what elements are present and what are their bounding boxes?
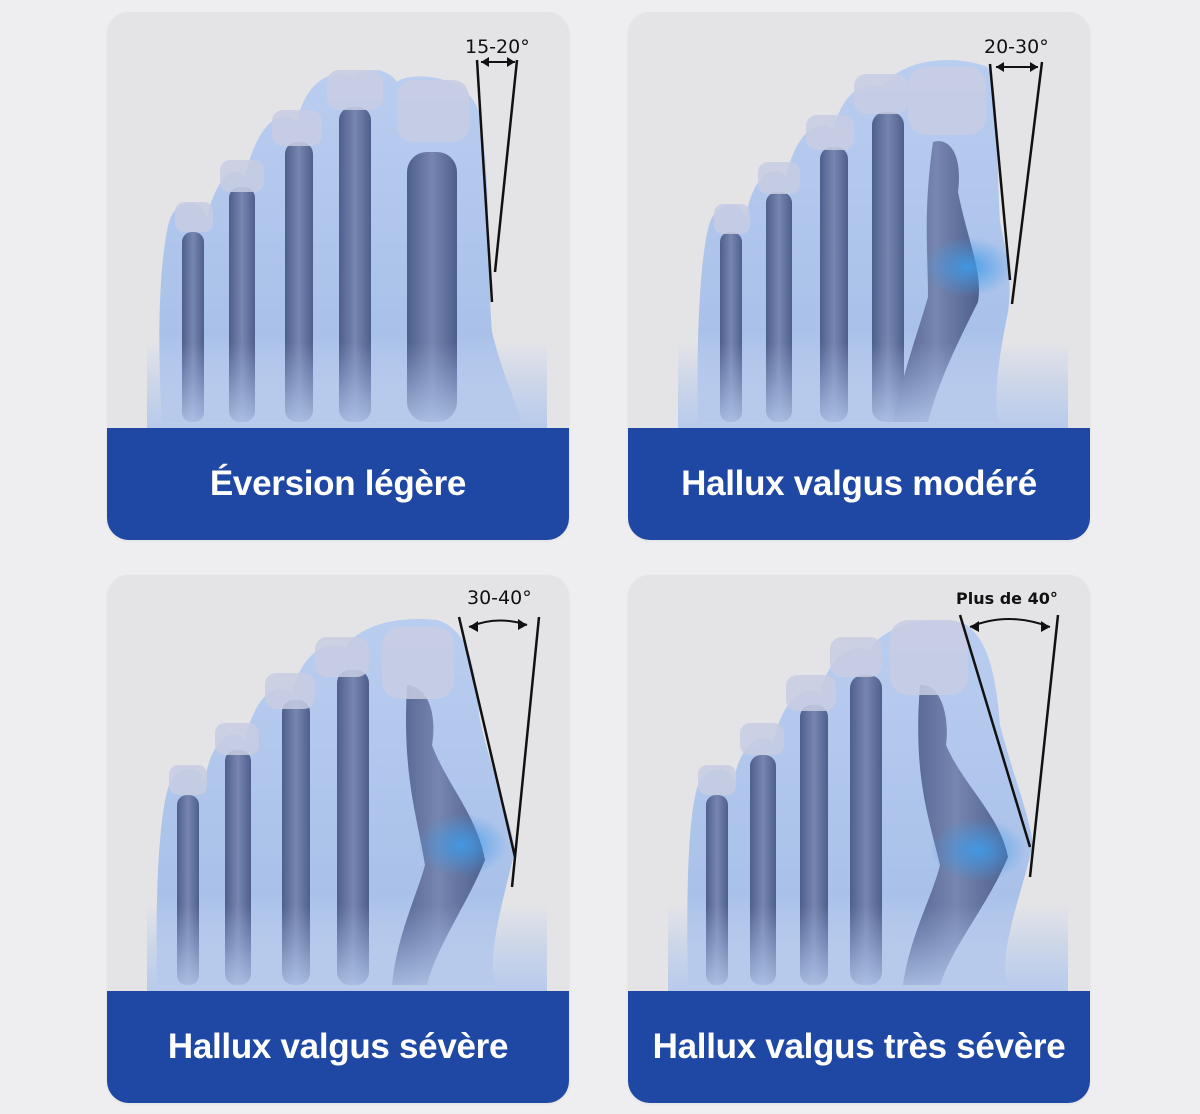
stage-banner: Hallux valgus modéré — [628, 428, 1090, 540]
angle-label: 15-20° — [465, 36, 530, 58]
angle-label: Plus de 40° — [956, 589, 1058, 608]
stage-banner: Hallux valgus très sévère — [628, 991, 1090, 1103]
foot-illustration-moderate — [678, 59, 1068, 432]
stage-label: Hallux valgus modéré — [681, 464, 1037, 503]
angle-label: 20-30° — [984, 36, 1049, 58]
stage-card-very-severe: Plus de 40° Hallux valgus très sévère — [628, 575, 1090, 1103]
angle-label: 30-40° — [467, 587, 532, 609]
stage-label: Hallux valgus très sévère — [652, 1027, 1066, 1066]
stage-banner: Hallux valgus sévère — [107, 991, 569, 1103]
stage-card-mild: 15-20° Éversion légère — [107, 12, 569, 540]
stage-label: Hallux valgus sévère — [167, 1027, 509, 1066]
stage-card-moderate: 20-30° Hallux valgus modéré — [628, 12, 1090, 540]
stage-card-severe: 30-40° Hallux valgus sévère — [107, 575, 569, 1103]
foot-illustration-mild — [147, 57, 547, 432]
stage-banner: Éversion légère — [107, 428, 569, 540]
foot-illustration-very-severe — [668, 614, 1068, 995]
stage-label: Éversion légère — [209, 464, 467, 503]
foot-illustration-severe — [147, 616, 547, 995]
